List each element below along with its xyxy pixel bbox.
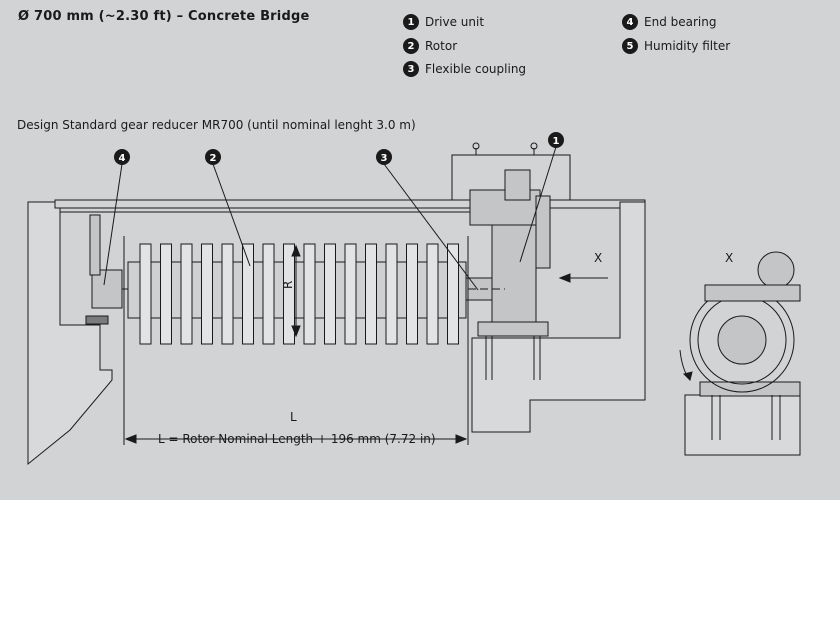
rotation-arrowhead	[683, 371, 693, 381]
rotor-bristle-row	[385, 243, 398, 345]
coupling-guard	[535, 195, 551, 269]
callout-1: 1	[548, 132, 564, 148]
callout-3-number: 3	[381, 153, 388, 164]
callout-leader-3	[383, 163, 479, 291]
dimension-arrow	[455, 434, 468, 444]
legend-badge: 2	[403, 38, 419, 54]
legend-badge: 5	[622, 38, 638, 54]
callout-leader-4	[103, 163, 123, 286]
callout-leader-1	[519, 146, 557, 263]
rotor-bristle-row	[406, 243, 418, 345]
drawing-caption: Design Standard gear reducer MR700 (unti…	[17, 118, 416, 132]
legend-label: Humidity filter	[644, 39, 731, 53]
callout-4-number: 4	[119, 153, 126, 164]
view-x-label-end: X	[725, 251, 733, 265]
radius-arrow	[291, 325, 301, 338]
legend-badge: 1	[403, 14, 419, 30]
end-view-concrete	[684, 394, 801, 456]
rotor-bristle-row	[344, 243, 357, 345]
lifting-eye	[472, 142, 480, 150]
humidity-filter	[89, 214, 101, 276]
view-x-label-side: X	[594, 251, 602, 265]
legend-label: Flexible coupling	[425, 62, 527, 76]
left-concrete-wall	[27, 201, 113, 466]
callout-leader-2	[212, 163, 251, 267]
legend-label: Drive unit	[425, 15, 485, 29]
end-view-motor	[757, 251, 795, 289]
technical-drawing: 4 2 3 1 X X L L = Rotor Nominal Length +…	[27, 132, 801, 466]
motor-block	[504, 169, 531, 201]
page-title: Ø 700 mm (~2.30 ft) – Concrete Bridge	[18, 9, 310, 24]
end-view-drive-frame	[704, 284, 801, 302]
rotor-bristle-row	[139, 243, 152, 345]
rotor-bristle-row	[180, 243, 193, 345]
drive-pedestal	[491, 224, 537, 326]
legend-item-drive-unit: 1 Drive unit	[403, 14, 484, 30]
rotor-bristle-row	[262, 243, 275, 345]
length-symbol: L	[290, 410, 297, 424]
rotor-bristle-row	[324, 243, 336, 345]
callout-1-number: 1	[553, 136, 560, 147]
rotor-bristle-row	[447, 243, 459, 345]
legend-item-end-bearing: 4 End bearing	[622, 14, 716, 30]
rotor-bristle-row	[221, 243, 234, 345]
legend-item-rotor: 2 Rotor	[403, 38, 457, 54]
callout-2-number: 2	[210, 153, 217, 164]
callout-4: 4	[114, 149, 130, 165]
rotor-bristle-row	[160, 243, 172, 345]
legend-badge: 4	[622, 14, 638, 30]
callout-2: 2	[205, 149, 221, 165]
lifting-eye	[530, 142, 538, 150]
legend-label: Rotor	[425, 39, 458, 53]
rotor-bristle-row	[242, 243, 254, 345]
radius-symbol: R	[281, 281, 295, 289]
callout-3: 3	[376, 149, 392, 165]
radius-arrow	[291, 244, 301, 257]
rotor-bristle-row	[303, 243, 316, 345]
rotor-bristle-row	[365, 243, 377, 345]
view-arrowhead	[558, 273, 571, 283]
end-view-base	[699, 381, 801, 397]
end-bearing	[91, 269, 123, 309]
legend-label: End bearing	[644, 15, 717, 29]
end-view-hub	[717, 315, 767, 365]
rotor-bristle-rows	[139, 243, 459, 345]
legend-badge: 3	[403, 61, 419, 77]
right-concrete-wall	[471, 201, 646, 433]
rotor-bristle-row	[426, 243, 439, 345]
rotor-bristle-row	[283, 243, 295, 345]
legend-item-humidity-filter: 5 Humidity filter	[622, 38, 730, 54]
drive-base-plate	[477, 321, 549, 337]
legend-item-flexible-coupling: 3 Flexible coupling	[403, 61, 526, 77]
bearing-base	[85, 315, 109, 325]
rotor-bristle-row	[201, 243, 213, 345]
bridge-top-beam	[54, 199, 646, 209]
length-note: L = Rotor Nominal Length + 196 mm (7.72 …	[158, 432, 436, 446]
dimension-arrow	[124, 434, 137, 444]
